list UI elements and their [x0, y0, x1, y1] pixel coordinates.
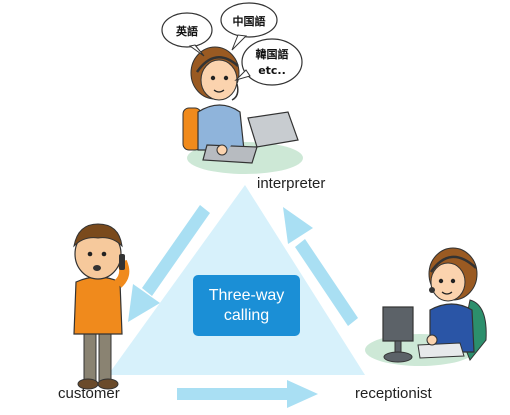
bubble-text-etc: etc..: [258, 64, 286, 77]
bubble-text-korean: 韓国語: [256, 47, 289, 61]
three-way-calling-box: Three-way calling: [193, 275, 300, 336]
receptionist-figure: [365, 247, 487, 366]
bubble-text-chinese: 中国語: [233, 14, 266, 28]
speech-bubble-chinese: 中国語: [220, 2, 278, 51]
interpreter-figure: [182, 46, 303, 174]
arrow-interpreter-to-customer: [128, 205, 210, 322]
speech-bubble-korean: 韓国語 etc..: [234, 38, 303, 86]
label-receptionist: receptionist: [355, 385, 432, 402]
speech-bubble-english: 英語: [161, 12, 213, 57]
label-interpreter: interpreter: [257, 175, 326, 192]
bubble-text-english: 英語: [175, 24, 198, 38]
center-box-line1: Three-way: [208, 286, 285, 304]
arrow-customer-to-receptionist: [177, 380, 318, 408]
center-box-line2: calling: [223, 306, 270, 324]
customer-figure: [73, 223, 130, 390]
label-customer: customer: [58, 385, 120, 402]
arrow-receptionist-to-interpreter: [283, 207, 358, 326]
